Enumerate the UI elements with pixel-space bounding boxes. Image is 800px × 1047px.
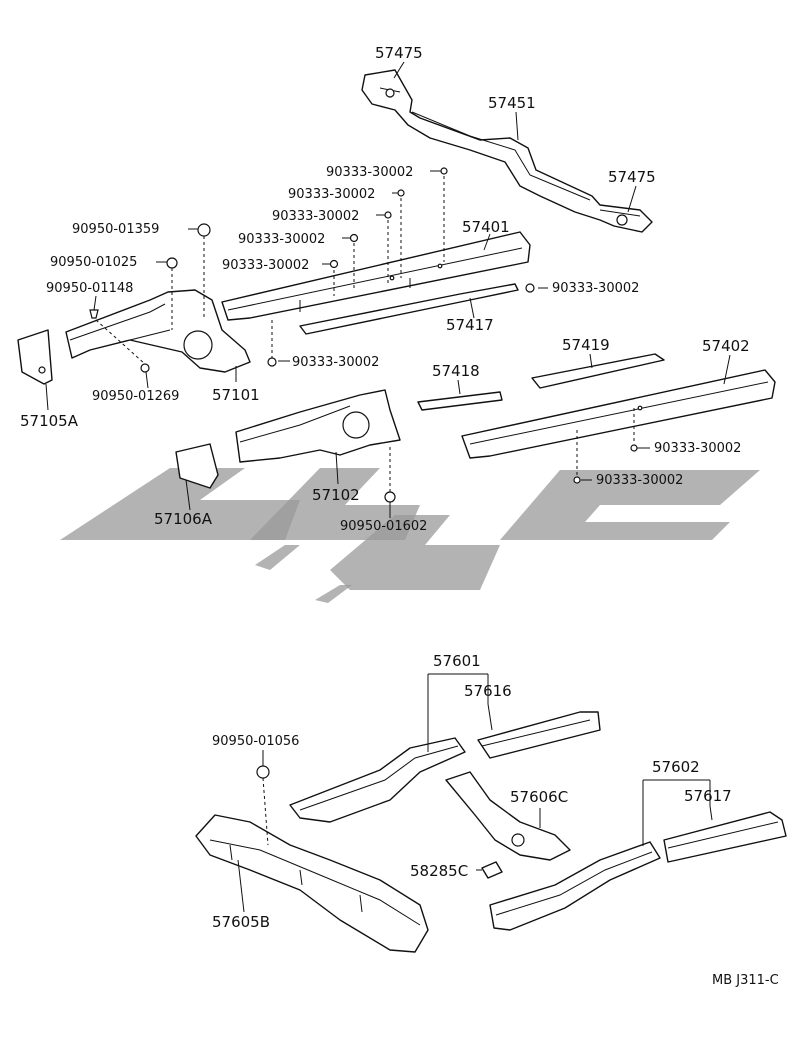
label-90333-30002-b: 90333-30002 [288,187,375,202]
label-57601: 57601 [433,652,481,670]
label-90950-01025: 90950-01025 [50,255,137,270]
label-90333-30002-c: 90333-30002 [272,209,359,224]
part-57606C-drawing [445,771,571,861]
label-90333-30002-i: 90333-30002 [596,473,683,488]
label-57101: 57101 [212,386,260,404]
label-57616: 57616 [464,682,512,700]
part-57451-drawing [361,69,653,233]
label-90333-30002-d: 90333-30002 [238,232,325,247]
part-57106A-drawing [175,443,219,489]
part-labels: 57475 57451 57475 90333-30002 90333-3000… [20,44,779,988]
part-57616-drawing [477,711,601,759]
leader-lines [45,61,731,913]
label-57475-lower: 57475 [608,168,656,186]
part-58285C-drawing [481,861,503,879]
part-57605B-drawing [195,814,429,953]
watermark-stroke-6 [315,585,352,603]
label-90333-30002-a: 90333-30002 [326,165,413,180]
part-57617-drawing [663,811,787,863]
label-57451: 57451 [488,94,536,112]
watermark-stroke-2 [250,468,420,540]
part-57418-drawing [417,391,503,411]
label-57401: 57401 [462,218,510,236]
watermark-stroke-4 [500,470,760,540]
part-57102-drawing [235,389,401,463]
watermark-stroke-5 [255,545,300,570]
watermark-logo [60,468,760,603]
watermark-stroke-3 [330,515,500,590]
label-57606C: 57606C [510,788,568,806]
label-57475-upper: 57475 [375,44,423,62]
label-90950-01602: 90950-01602 [340,519,427,534]
label-57105A: 57105A [20,412,79,430]
assembly-lines [95,176,635,846]
part-57402-drawing [461,369,776,459]
part-57601-drawing [289,737,466,823]
label-90333-30002-e: 90333-30002 [222,258,309,273]
label-90333-30002-h: 90333-30002 [654,441,741,456]
label-90333-30002-g: 90333-30002 [292,355,379,370]
label-57402: 57402 [702,337,750,355]
label-57102: 57102 [312,486,360,504]
label-57418: 57418 [432,362,480,380]
label-90950-01269: 90950-01269 [92,389,179,404]
label-57605B: 57605B [212,913,270,931]
label-57417: 57417 [446,316,494,334]
part-57602-drawing [489,841,661,931]
label-90333-30002-f: 90333-30002 [552,281,639,296]
watermark-stroke-1 [60,468,300,540]
label-57602: 57602 [652,758,700,776]
part-57105A-drawing [17,329,53,385]
diagram-code: MB J311-C [712,973,779,988]
fasteners [89,167,638,779]
label-57617: 57617 [684,787,732,805]
label-58285C: 58285C [410,862,468,880]
part-57401-drawing [221,231,531,321]
label-90950-01148: 90950-01148 [46,281,133,296]
label-90950-01056: 90950-01056 [212,734,299,749]
label-90950-01359: 90950-01359 [72,222,159,237]
part-57419-drawing [531,353,665,389]
label-57419: 57419 [562,336,610,354]
label-57106A: 57106A [154,510,213,528]
part-57417-drawing [299,283,519,335]
